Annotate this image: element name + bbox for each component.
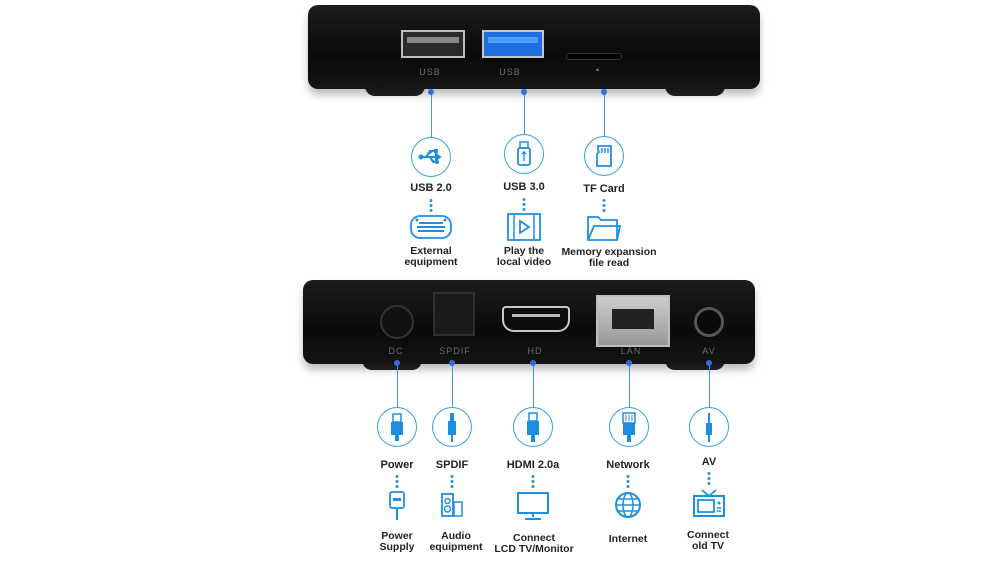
device-foot <box>365 86 425 96</box>
port-use: Internet <box>608 533 648 545</box>
device-foot <box>362 360 422 370</box>
silk-label: USB <box>499 67 521 77</box>
connector-line <box>629 363 630 407</box>
connector-dot <box>706 360 712 366</box>
connector-line <box>524 92 525 134</box>
av-port <box>694 307 724 337</box>
keyboard-icon <box>409 213 453 246</box>
lan-port <box>596 295 670 347</box>
dotted-connector <box>602 199 606 214</box>
silk-label: DC <box>388 346 404 356</box>
connector-line <box>709 363 710 407</box>
usb-icon <box>411 137 451 177</box>
port-name: SPDIF <box>435 459 469 471</box>
dotted-connector <box>395 475 399 490</box>
folder-icon <box>586 213 622 248</box>
hdmi-port <box>502 306 570 332</box>
connector-dot <box>530 360 536 366</box>
spdif-cable-icon <box>432 407 472 447</box>
connector-line <box>397 363 398 407</box>
connector-line <box>533 363 534 407</box>
av-jack-icon <box>689 407 729 447</box>
device-foot <box>665 86 725 96</box>
connector-line <box>604 92 605 136</box>
dotted-connector <box>522 198 526 213</box>
port-name: TF Card <box>583 183 625 195</box>
connector-line <box>452 363 453 407</box>
power-plug-icon <box>377 407 417 447</box>
port-name: Network <box>606 459 650 471</box>
usb-drive-icon <box>504 134 544 174</box>
monitor-icon <box>516 491 550 526</box>
connector-dot <box>449 360 455 366</box>
connector-line <box>431 92 432 137</box>
silk-label: HD <box>527 346 543 356</box>
port-name: Power <box>380 459 414 471</box>
device-foot <box>665 360 725 370</box>
port-name: USB 2.0 <box>410 182 452 194</box>
connector-dot <box>521 89 527 95</box>
connector-dot <box>394 360 400 366</box>
port-name: HDMI 2.0a <box>506 459 560 471</box>
globe-icon <box>614 491 642 524</box>
tf-card-icon <box>584 136 624 176</box>
connector-dot <box>626 360 632 366</box>
dotted-connector <box>531 475 535 490</box>
silk-label: SPDIF <box>439 346 471 356</box>
port-name: USB 3.0 <box>503 181 545 193</box>
silk-label: ▲ <box>594 67 602 73</box>
dotted-connector <box>450 475 454 490</box>
connector-dot <box>601 89 607 95</box>
connector-dot <box>428 89 434 95</box>
power-adapter-icon <box>387 491 407 526</box>
hdmi-cable-icon <box>513 407 553 447</box>
old-tv-icon <box>692 488 726 523</box>
video-play-icon <box>506 212 542 247</box>
dc-port <box>380 305 414 339</box>
silk-label: AV <box>702 346 716 356</box>
dotted-connector <box>707 472 711 487</box>
tf-card-slot <box>566 53 622 60</box>
silk-label: USB <box>419 67 441 77</box>
speaker-icon <box>440 492 464 523</box>
usb2-port <box>401 30 465 58</box>
dotted-connector <box>626 475 630 490</box>
dotted-connector <box>429 199 433 214</box>
ethernet-cable-icon <box>609 407 649 447</box>
usb3-port <box>482 30 544 58</box>
spdif-port <box>433 292 475 336</box>
port-name: AV <box>701 456 717 468</box>
silk-label: LAN <box>620 346 642 356</box>
